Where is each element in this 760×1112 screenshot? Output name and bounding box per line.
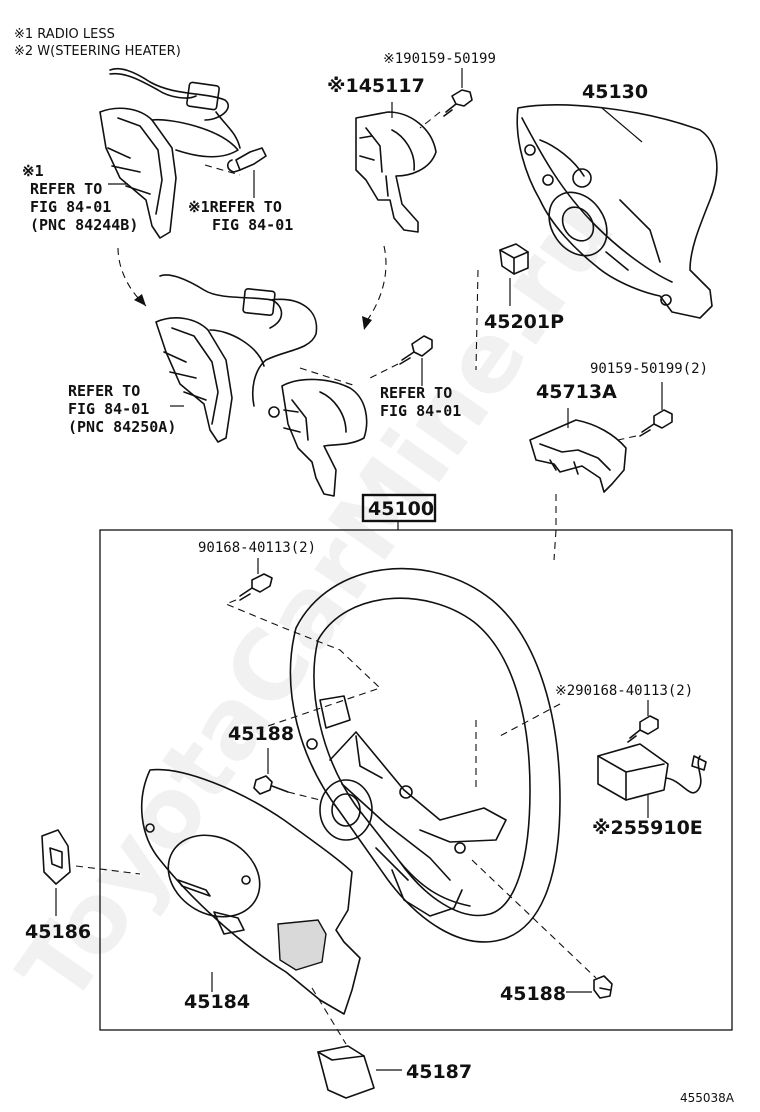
label-45188-lower: 45188 [500,983,566,1005]
ref3-line2: FIG 84-01 [68,400,149,418]
ref1-mark: ※1 [22,162,44,180]
cover-cap-45187 [317,1045,375,1099]
bolt-icon-top [443,89,473,117]
label-55910e: ※255910E [592,817,703,839]
heater-module-55910e [597,743,707,801]
bolt-icon-right [627,715,659,743]
bolt-icon-45713 [639,409,673,437]
label-45117: ※145117 [327,75,425,97]
assembly-frame [99,529,733,1031]
switch-45117 [355,111,437,233]
bolt-icon-mid [399,335,433,365]
steering-wheel-45100 [289,567,561,943]
lower-cover-45184 [140,768,361,1015]
screw-icon-lower [593,975,613,999]
ref2-line1: ※1REFER TO [188,198,282,216]
switch-assembly-left-mid [155,274,318,443]
bolt-icon-left [239,573,273,601]
ref1-line3: (PNC 84244B) [30,216,138,234]
label-45201p: 45201P [484,311,564,333]
ref3-line1: REFER TO [68,382,140,400]
bolt-icon [226,147,267,173]
note-radio-less: ※1 RADIO LESS [14,27,115,42]
label-90168-40113-right: ※290168-40113(2) [555,683,693,699]
switch-assembly-right-mid [268,378,368,497]
cover-cap-45186 [41,829,71,885]
screw-icon-upper [253,775,289,795]
nut-45201p [499,243,529,275]
label-45130: 45130 [582,81,648,103]
airbag-45130 [516,104,718,319]
bracket-45713a [529,419,627,493]
ref1-line2: FIG 84-01 [30,198,111,216]
note-steering-heater: ※2 W(STEERING HEATER) [14,44,181,59]
watermark: ToyotaCarMine.ru [0,177,636,1023]
label-45713a: 45713A [536,381,617,403]
label-45187: 45187 [406,1061,472,1083]
label-90168-40113-left: 90168-40113(2) [198,540,316,556]
switch-assembly-left-upper [99,67,241,239]
label-90159-50199-2: 90159-50199(2) [590,361,708,377]
ref1-line1: REFER TO [30,180,102,198]
ref2-line2: FIG 84-01 [212,216,293,234]
label-45100: 45100 [368,498,434,520]
ref4-line1: REFER TO [380,384,452,402]
label-45184: 45184 [184,991,250,1013]
label-45186: 45186 [25,921,91,943]
label-190159-50199: ※190159-50199 [383,51,496,67]
label-45188-upper: 45188 [228,723,294,745]
diagram-code: 455038A [680,1091,735,1105]
label-45100-box [361,493,437,523]
ref3-line3: (PNC 84250A) [68,418,176,436]
ref4-line2: FIG 84-01 [380,402,461,420]
